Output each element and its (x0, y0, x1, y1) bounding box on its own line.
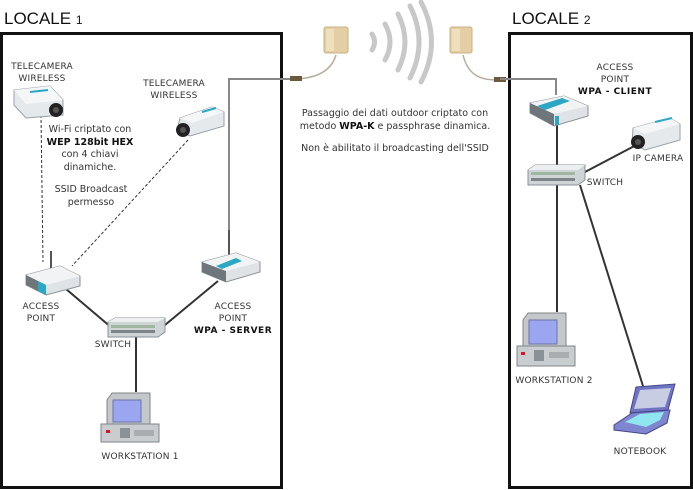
ssid-note-line2: permesso (67, 196, 115, 208)
ap-client-label-bold: WPA - CLIENT (577, 87, 653, 97)
wireless-camera-1-icon (13, 85, 64, 119)
workstation-2-icon (516, 312, 576, 367)
link-note-line1: Passaggio dei dati outdoor criptato con (301, 108, 489, 119)
locale-2-number: 2 (583, 13, 591, 27)
locale-1-number: 1 (75, 13, 83, 27)
access-point-label-line1: ACCESS (22, 302, 60, 312)
switch-1-label: SWITCH (94, 340, 132, 350)
locale-2-title-text: LOCALE (512, 9, 580, 28)
switch-2-icon (527, 164, 586, 186)
access-point-icon (25, 251, 81, 296)
wifi-encryption-note: Wi-Fi criptato con WEP 128bit HEX con 4 … (42, 124, 138, 174)
ap-client-label-line2: POINT (600, 75, 630, 85)
ap-client-label-line1: ACCESS (596, 63, 634, 73)
outdoor-link-note: Passaggio dei dati outdoor criptato con … (286, 107, 504, 155)
access-point-client-label: ACCESS POINT WPA - CLIENT (570, 62, 660, 98)
wireless-link-camera-2 (71, 139, 189, 267)
wireless-link-camera-1 (40, 114, 44, 263)
access-point-label-line2: POINT (26, 314, 56, 324)
ssid-note-line1: SSID Broadcast (54, 184, 128, 195)
access-point-client-icon (529, 95, 589, 127)
outdoor-antenna-1-icon (323, 26, 349, 54)
wifi-note-line4: dinamiche. (63, 161, 117, 173)
ap-server-label-line2: POINT (218, 314, 248, 324)
cable-ap-switch (65, 288, 113, 329)
antenna-1-cable (291, 54, 337, 80)
ip-camera-label: IP CAMERA (632, 154, 684, 164)
camera-1-label: TELECAMERA WIRELESS (4, 61, 80, 85)
workstation-1-icon (100, 392, 160, 443)
link-note-line2: metodo WPA-K e passphrase dinamica. (286, 120, 504, 133)
ap-server-label-bold: WPA - SERVER (193, 326, 273, 336)
link-note-line2-pre: metodo (299, 121, 340, 132)
wifi-note-line3: con 4 chiavi (61, 149, 119, 160)
access-point-server-icon (201, 230, 261, 283)
wifi-note-bold: WEP 128bit HEX (46, 136, 134, 148)
camera-2-label-line2: WIRELESS (150, 91, 198, 101)
notebook-label: NOTEBOOK (613, 447, 667, 457)
locale-2-title: LOCALE 2 (512, 9, 591, 29)
camera-2-label: TELECAMERA WIRELESS (136, 78, 212, 102)
camera-2-label-line1: TELECAMERA (143, 79, 205, 89)
wifi-note-line1: Wi-Fi criptato con (48, 124, 132, 135)
switch-2-label: SWITCH (586, 178, 624, 188)
camera-1-label-line1: TELECAMERA (11, 62, 73, 72)
workstation-1-label: WORKSTATION 1 (101, 452, 179, 462)
camera-1-label-line2: WIRELESS (18, 74, 66, 84)
antenna-2-cable (462, 54, 498, 81)
cable-ap-server-antenna (228, 78, 292, 252)
wireless-camera-2-icon (176, 106, 225, 137)
workstation-2-label: WORKSTATION 2 (515, 376, 593, 386)
notebook-icon (613, 383, 676, 435)
cable-antenna-ap-client (500, 78, 557, 95)
outdoor-antenna-2-icon (449, 26, 473, 54)
link-note-line2-post: e passphrase dinamica. (374, 121, 491, 132)
ip-camera-icon (631, 117, 681, 151)
cable-switch-notebook (579, 184, 644, 387)
access-point-label: ACCESS POINT (16, 301, 66, 325)
locale-1-title-text: LOCALE (4, 9, 72, 28)
link-note-method: WPA-K (339, 121, 375, 132)
ap-server-label-line1: ACCESS (214, 302, 252, 312)
locale-1-title: LOCALE 1 (4, 9, 83, 29)
cable-switch-ip-camera (584, 142, 641, 173)
switch-1-icon (107, 317, 166, 338)
ssid-broadcast-note: SSID Broadcast permesso (48, 184, 134, 209)
link-note-line3: Non è abilitato il broadcasting dell'SSI… (301, 143, 489, 154)
wireless-waves-icon (369, 0, 434, 85)
antenna-1-connector (290, 76, 302, 81)
access-point-server-label: ACCESS POINT WPA - SERVER (188, 301, 278, 337)
cable-switch-ap-server (164, 280, 219, 326)
